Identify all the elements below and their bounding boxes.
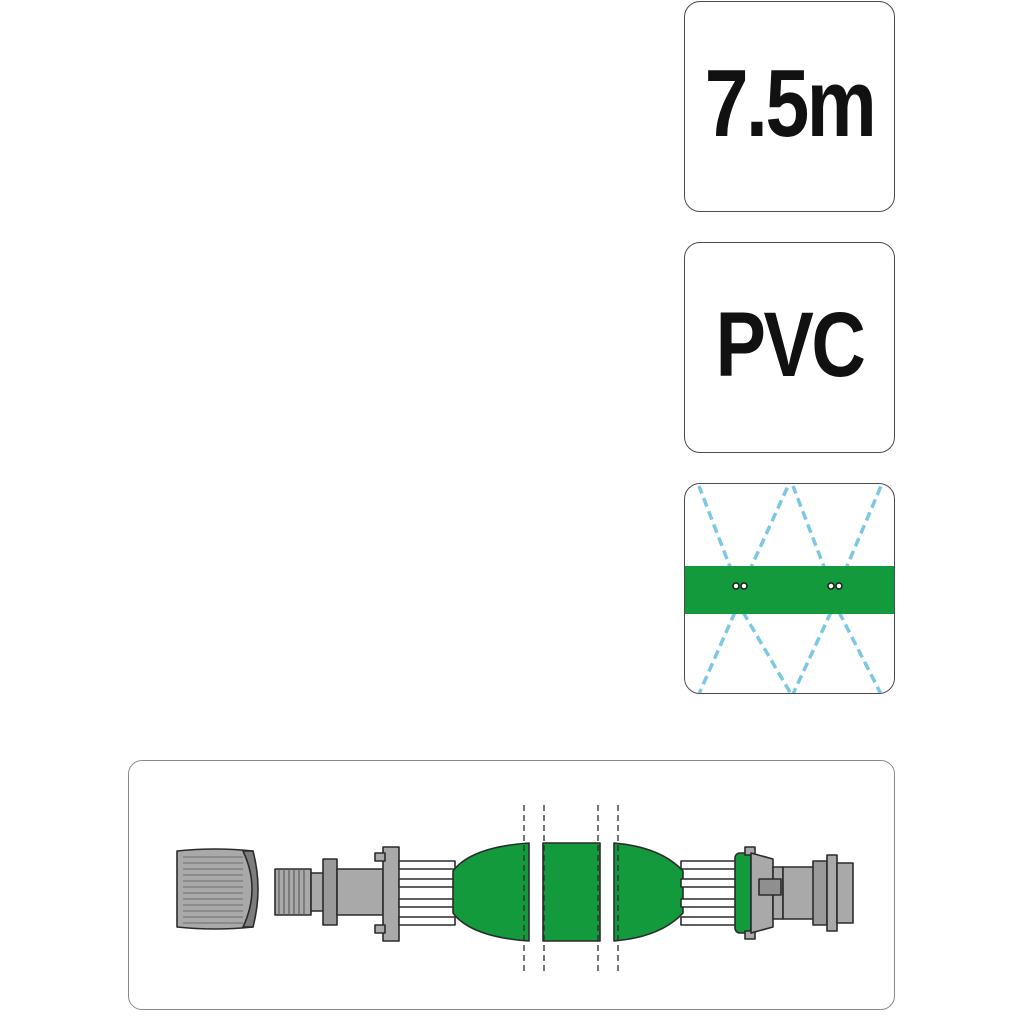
soaker-hose-spray-icon (685, 485, 894, 693)
threaded-connector-icon (274, 846, 456, 942)
length-label: 7.5m (704, 49, 877, 157)
material-label: PVC (715, 294, 866, 396)
quick-connector-icon (680, 846, 854, 940)
spray-pattern-badge (684, 483, 895, 694)
coupling-nut-icon (176, 848, 259, 930)
material-badge: PVC (684, 242, 895, 453)
length-badge: 7.5m (684, 1, 895, 212)
cut-lines-icon (523, 805, 619, 973)
hose-assembly-panel (128, 760, 895, 1010)
hose-connector-assembly-icon (176, 805, 854, 973)
